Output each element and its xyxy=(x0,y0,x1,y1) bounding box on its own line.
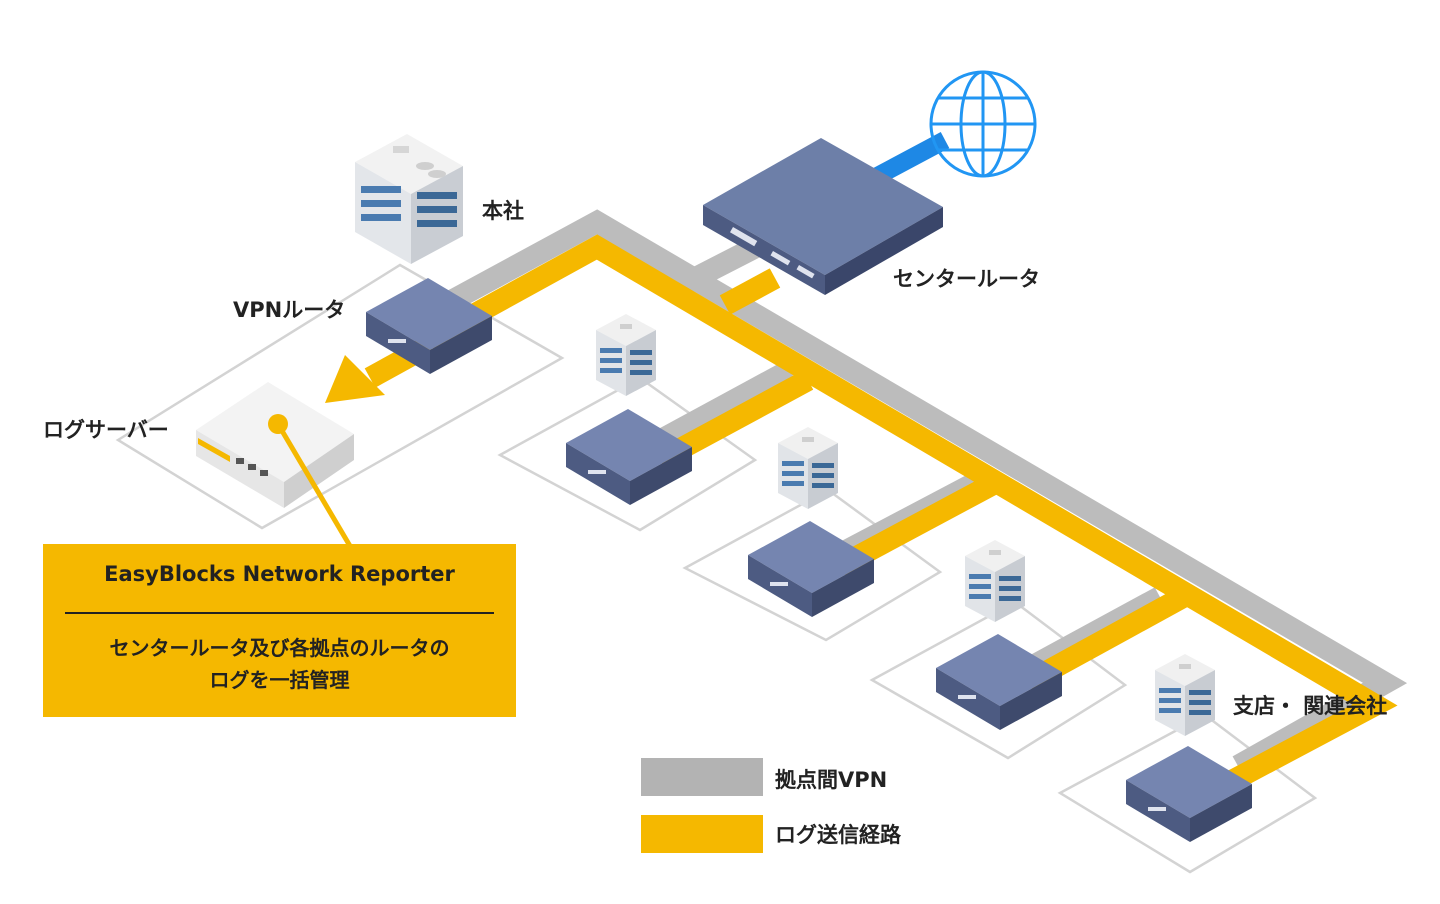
callout-title: EasyBlocks Network Reporter xyxy=(104,562,455,586)
zone-branch-3 xyxy=(869,600,1128,760)
branch-building-icon xyxy=(778,427,838,509)
branch-building-icon xyxy=(1155,654,1215,736)
branch-building-icon xyxy=(596,314,656,396)
callout-line-2: ログを一括管理 xyxy=(209,668,350,692)
callout-divider xyxy=(65,612,494,614)
zone-branch-1 xyxy=(497,376,758,532)
center-router-icon xyxy=(703,138,943,295)
zone-hq xyxy=(115,263,565,530)
legend-swatch-vpn xyxy=(641,758,763,796)
zone-branch-2 xyxy=(682,488,943,642)
label-branches: 支店・ 関連会社 xyxy=(1233,694,1388,718)
product-callout: EasyBlocks Network Reporter センタールータ及び各拠点… xyxy=(43,544,516,717)
label-vpn-router: VPNルータ xyxy=(233,298,346,322)
legend-label-log: ログ送信経路 xyxy=(775,823,901,847)
internet-globe-icon xyxy=(929,70,1037,178)
label-center-router: センタールータ xyxy=(893,267,1040,291)
zone-branch-4 xyxy=(1057,713,1318,874)
label-hq: 本社 xyxy=(482,199,524,223)
legend-swatch-log xyxy=(641,815,763,853)
branch-router-icon xyxy=(1126,746,1252,842)
log-paths xyxy=(422,234,1398,792)
callout-pointer xyxy=(268,414,353,548)
callout-description: センタールータ及び各拠点のルータの ログを一括管理 xyxy=(43,632,516,696)
callout-line-1: センタールータ及び各拠点のルータの xyxy=(109,636,450,660)
legend-label-vpn: 拠点間VPN xyxy=(775,768,888,792)
hq-building-icon xyxy=(355,134,463,264)
branch-building-icon xyxy=(965,540,1025,622)
label-log-server: ログサーバー xyxy=(43,418,169,442)
vpn-paths xyxy=(414,209,1408,776)
